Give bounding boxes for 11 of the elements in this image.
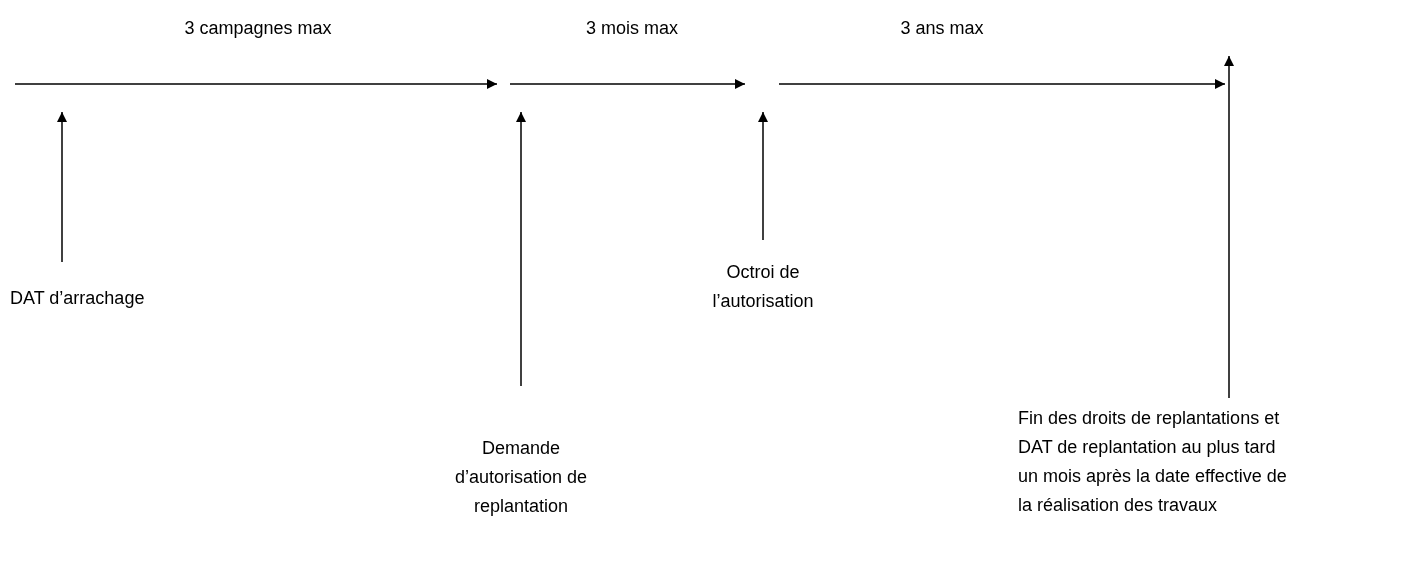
timeline-event-text: Demande d’autorisation de replantation [431,386,611,521]
arrow [1224,55,1234,399]
timeline-event-text: Octroi de l’autorisation [693,240,833,316]
arrow [57,111,67,263]
arrow [516,111,526,387]
duration-label: 3 mois max [586,17,678,40]
duration-label: 3 ans max [900,17,984,40]
timeline-event-text: Fin des droits de replantations et DAT de replantation au plus tard un mois après la date effective de la réalisation des travaux [1018,398,1293,520]
arrow [758,111,768,241]
duration-label: 3 campagnes max [184,17,332,40]
timeline-event-text: DAT d’arrachage [10,262,190,313]
